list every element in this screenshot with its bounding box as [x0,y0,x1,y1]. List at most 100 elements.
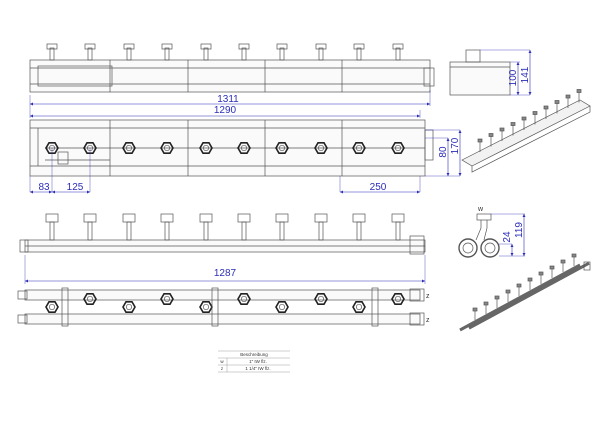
pipe-end [458,238,478,258]
outlet-pipe [164,47,170,61]
branch [475,220,488,241]
bore [462,242,474,254]
outlet-nut [476,213,492,221]
outlet-hex-front [275,142,289,154]
iso-nut [571,253,577,258]
outlet-nut [200,43,212,50]
clamp [211,287,219,327]
bore [86,295,94,303]
outlet-nut [46,43,58,50]
iso-nut [527,277,533,282]
outlet-hex-front [83,142,97,154]
dim-side-height: 100 [508,69,519,86]
end-cap [19,239,29,253]
outlet-nut [314,213,328,223]
bore [317,144,325,152]
dim-end-offset: 250 [370,182,387,193]
bore [240,295,248,303]
outlet-pipe [126,221,132,241]
outlet-hex-bottom [275,300,289,314]
end-fitting [423,67,435,87]
outlet-hex-bottom [237,292,251,306]
iso-fitting [583,261,591,271]
outlet-pipe [241,221,247,241]
bottom-pipe [24,289,421,301]
end-cap [17,290,28,300]
iso-nut [560,259,566,264]
iso-nut [532,111,538,115]
bore [484,242,496,254]
dim-front-height-inner: 80 [438,146,449,158]
outlet-pipe [49,221,55,241]
outlet-nut [238,43,250,50]
bore [394,144,402,152]
iso-nut [505,289,511,294]
side-outlet [465,49,481,63]
outlet-hex-bottom [45,300,59,314]
outlet-nut [237,213,251,223]
outlet-pipe [87,47,93,61]
outlet-pipe [356,47,362,61]
iso-nut [565,94,571,99]
isometric-view-top [461,89,591,173]
bore [163,144,171,152]
outlet-pipe [241,47,247,61]
outlet-nut [275,213,289,223]
outlet-hex-bottom [391,292,405,306]
dim-pipe-length: 1287 [214,268,237,279]
bore [202,303,210,311]
top-view-body [29,59,431,93]
outlet-hex-front [45,142,59,154]
outlet-hex-bottom [122,300,136,314]
outlet-hex-front [199,142,213,154]
outlet-hex-front [391,142,405,154]
end-fitting [409,288,425,302]
outlet-pipe [318,221,324,241]
outlet-hex-front [352,142,366,154]
outlet-nut [353,43,365,50]
iso-nut [483,301,489,306]
dim-side-height-total: 141 [520,66,531,83]
iso-pipe [468,261,590,330]
outlet-pipe [126,47,132,61]
iso-nut [549,265,555,270]
iso-nut [499,127,505,132]
end-cap [17,314,28,324]
iso-nut [554,100,560,104]
bore [355,303,363,311]
iso-nut [494,295,500,300]
dim-pitch: 125 [67,182,84,193]
side-view-body [449,61,511,96]
label-w: w [477,206,484,213]
pipe-end [480,238,500,258]
iso-nut [472,307,478,312]
isometric-view [459,253,591,332]
iso-nut [543,105,549,110]
outlet-pipe [87,221,93,241]
bore [278,303,286,311]
end-fitting [409,235,425,255]
outlet-nut [199,213,213,223]
outlet-pipe [164,221,170,241]
dim-front-height-outer: 170 [450,137,461,154]
outlet-pipe [318,47,324,61]
bore [394,295,402,303]
iso-body-side [471,106,591,173]
outlet-pipe [279,47,285,61]
table-header: Beschreibung [240,352,268,357]
dim-branch-offset: 24 [502,231,513,243]
outlet-nut [122,213,136,223]
end-fitting [424,129,434,161]
outlet-pipe [49,47,55,61]
table-row-key: z [221,366,224,371]
table-row-key: w [220,359,224,364]
outlet-nut [123,43,135,50]
iso-nut [477,138,483,143]
label-z-bottom: z [426,317,430,324]
outlet-nut [161,43,173,50]
outlet-hex-bottom [199,300,213,314]
iso-nut [510,122,516,126]
outlet-hex-bottom [160,292,174,306]
outlet-pipe [356,221,362,241]
